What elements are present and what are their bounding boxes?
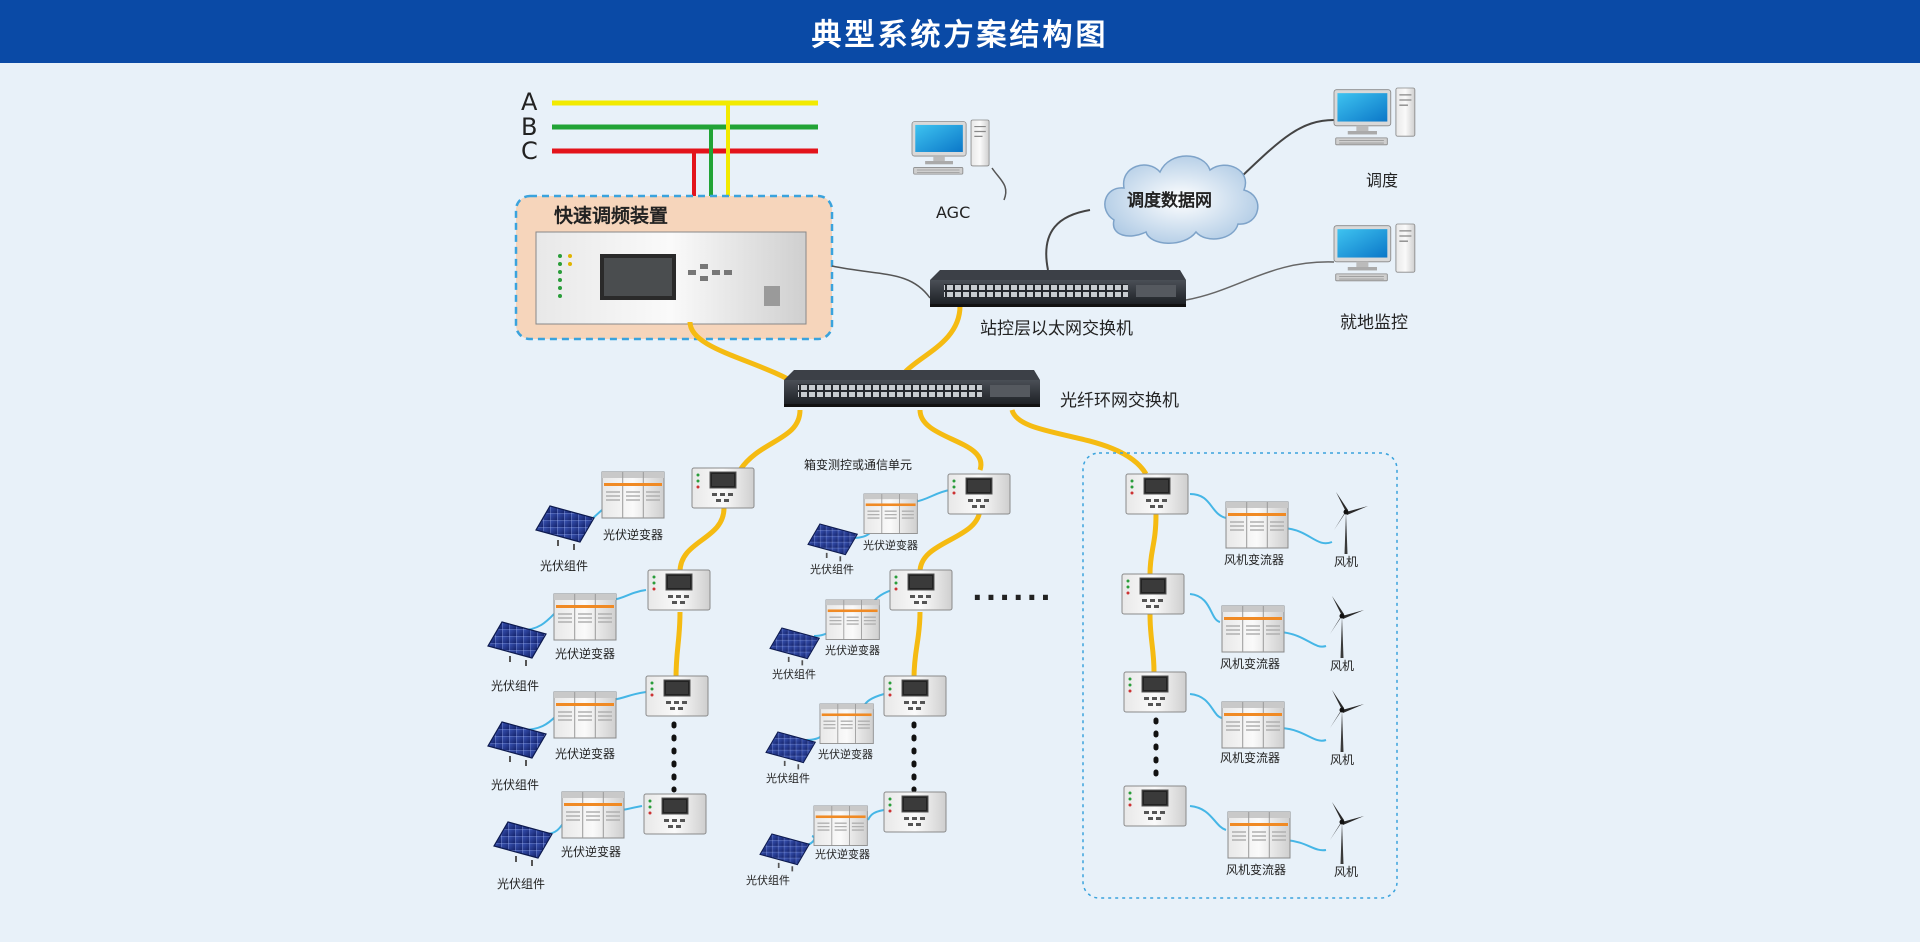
solar-panel: [759, 833, 811, 873]
solar-panel: [535, 505, 595, 551]
wind-turbine: [1334, 492, 1368, 554]
solar-panel: [807, 523, 859, 563]
wind-turbine: [1330, 596, 1364, 658]
measurement-unit: [947, 473, 1011, 515]
measurement-unit: [645, 675, 709, 717]
pv-column-2: 光伏逆变器 光伏逆变器 光伏逆变器 光伏逆变器 光伏组件 光伏组件 光伏组件 光…: [746, 473, 1011, 887]
pv-inverter: [813, 805, 868, 847]
wind-turbine: [1330, 690, 1364, 752]
pv-inverter: [601, 471, 665, 519]
pv-inverter-label: 光伏逆变器: [815, 847, 870, 861]
pv-inverter: [553, 593, 617, 641]
wind-converter: [1221, 605, 1285, 653]
pv-inverter-label: 光伏逆变器: [825, 643, 880, 657]
wind-converter-label: 风机变流器: [1224, 552, 1284, 567]
wind-turbine-label: 风机: [1334, 865, 1358, 879]
more-columns-ellipsis: ......: [972, 574, 1054, 607]
pv-inverter: [553, 691, 617, 739]
agc-label: AGC: [936, 203, 970, 222]
pv-inverter-label: 光伏逆变器: [863, 538, 918, 552]
local-monitor-computer: 就地监控: [1333, 223, 1416, 333]
pv-module-label: 光伏组件: [491, 778, 539, 792]
phase-b-label: B: [521, 113, 537, 141]
wind-converter: [1225, 501, 1289, 549]
wind-turbine-label: 风机: [1330, 753, 1354, 767]
solar-panel: [765, 731, 817, 771]
measurement-unit: [691, 467, 755, 509]
wind-converter-label: 风机变流器: [1220, 656, 1280, 671]
agc-computer: AGC: [911, 119, 990, 222]
pv-inverter: [819, 703, 874, 745]
pv-module-label: 光伏组件: [766, 771, 810, 785]
pv-inverter-label: 光伏逆变器: [555, 646, 615, 661]
wind-converter: [1221, 701, 1285, 749]
pv-module-label: 光伏组件: [540, 559, 588, 573]
pv-inverter: [863, 493, 918, 535]
wind-section: 风机变流器 风机变流器 风机变流器 风机变流器 风机 风机 风机 风机: [1082, 452, 1398, 899]
phase-a-label: A: [521, 88, 538, 116]
measurement-unit: [889, 569, 953, 611]
fast-frequency-device: 快速调频装置: [514, 194, 834, 341]
measurement-unit: [883, 791, 947, 833]
measurement-unit: [1123, 671, 1187, 713]
wind-section-box: [1082, 452, 1398, 899]
measurement-unit: [883, 675, 947, 717]
dispatch-label: 调度: [1366, 171, 1398, 190]
fiber-ring-switch: 光纤环网交换机: [784, 370, 1179, 411]
wind-turbine-label: 风机: [1334, 555, 1358, 569]
page-title: 典型系统方案结构图: [811, 17, 1109, 53]
solar-panel: [769, 627, 821, 667]
wind-turbine: [1330, 802, 1364, 864]
wind-converter-label: 风机变流器: [1226, 862, 1286, 877]
pv-inverter: [561, 791, 625, 839]
pv-inverter-label: 光伏逆变器: [555, 746, 615, 761]
wind-converter: [1227, 811, 1291, 859]
station-switch-label: 站控层以太网交换机: [980, 319, 1133, 339]
measurement-unit: [1123, 785, 1187, 827]
system-diagram: A B C 快速调频装置: [487, 87, 1416, 899]
pv-inverter-label: 光伏逆变器: [818, 747, 873, 761]
measurement-unit: [1125, 473, 1189, 515]
dispatch-network-label: 调度数据网: [1127, 190, 1212, 211]
pv-module-label: 光伏组件: [772, 667, 816, 681]
dispatch-network-cloud: 调度数据网: [1104, 155, 1259, 244]
station-ethernet-switch: 站控层以太网交换机: [930, 270, 1186, 339]
measurement-unit: [647, 569, 711, 611]
local-monitor-label: 就地监控: [1340, 313, 1408, 333]
title-banner: 典型系统方案结构图: [0, 0, 1920, 63]
pv-inverter: [825, 599, 880, 641]
pv-module-label: 光伏组件: [491, 679, 539, 693]
pv-module-label: 光伏组件: [497, 877, 545, 891]
fiber-ring-switch-label: 光纤环网交换机: [1060, 391, 1179, 411]
box-unit-label: 箱变测控或通信单元: [804, 457, 912, 472]
solar-panel: [493, 821, 553, 867]
phase-c-label: C: [521, 137, 538, 165]
wind-turbine-label: 风机: [1330, 659, 1354, 673]
pv-inverter-label: 光伏逆变器: [603, 527, 663, 542]
pv-inverter-label: 光伏逆变器: [561, 844, 621, 859]
pv-column-1: 光伏逆变器 光伏逆变器 光伏逆变器 光伏逆变器 光伏组件 光伏组件 光伏组件 光…: [487, 467, 755, 891]
measurement-unit: [1121, 573, 1185, 615]
fast-frequency-device-label: 快速调频装置: [554, 204, 668, 227]
pv-module-label: 光伏组件: [810, 562, 854, 576]
pv-module-label: 光伏组件: [746, 873, 790, 887]
solar-panel: [487, 621, 547, 667]
wind-converter-label: 风机变流器: [1220, 750, 1280, 765]
dispatch-computer: 调度: [1333, 87, 1416, 190]
measurement-unit: [643, 793, 707, 835]
